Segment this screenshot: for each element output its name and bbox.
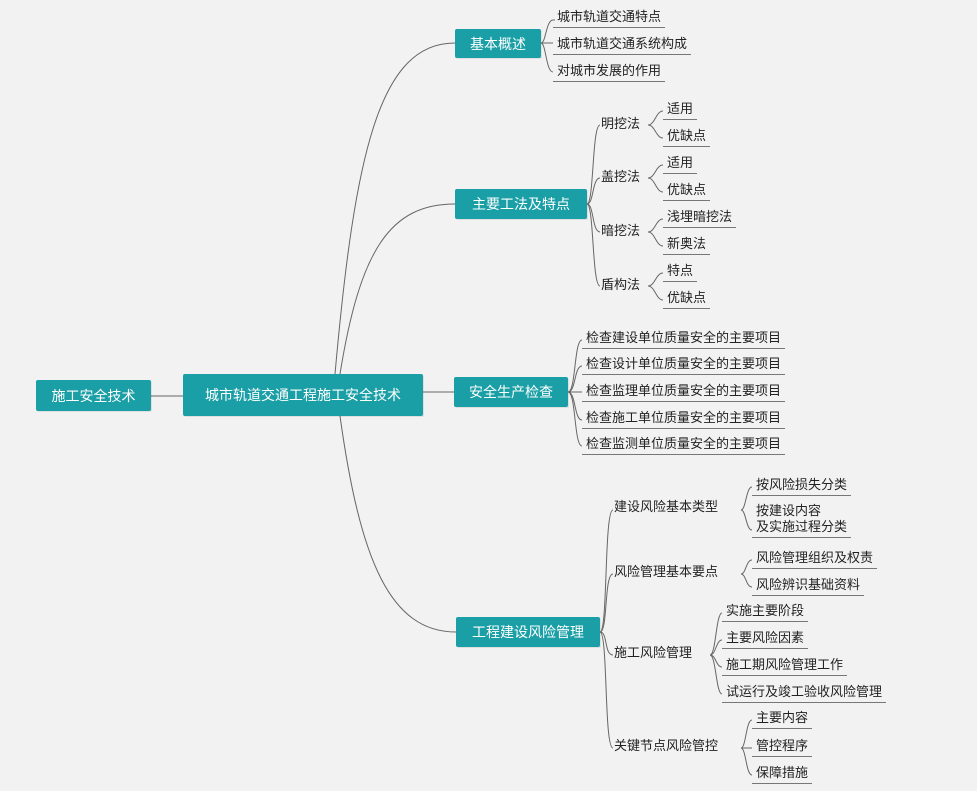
leaf-item[interactable]: 新奥法 <box>663 236 711 255</box>
branch-basic-overview[interactable]: 基本概述 <box>455 29 541 58</box>
leaf-item[interactable]: 浅埋暗挖法 <box>663 209 737 228</box>
leaf-item[interactable]: 检查建设单位质量安全的主要项目 <box>582 330 786 349</box>
leaf-item[interactable]: 城市轨道交通系统构成 <box>553 36 692 55</box>
leaf-item[interactable]: 适用 <box>663 101 698 120</box>
group-label[interactable]: 盾构法 <box>601 278 641 293</box>
leaf-item[interactable]: 优缺点 <box>663 182 711 201</box>
group-label[interactable]: 施工风险管理 <box>614 646 693 661</box>
leaf-item[interactable]: 优缺点 <box>663 128 711 147</box>
group-label[interactable]: 建设风险基本类型 <box>614 500 719 515</box>
branch-safety-inspection[interactable]: 安全生产检查 <box>454 377 568 407</box>
group-label[interactable]: 暗挖法 <box>601 224 641 239</box>
leaf-item[interactable]: 保障措施 <box>752 765 813 784</box>
leaf-item[interactable]: 城市轨道交通特点 <box>553 9 666 28</box>
branch-main-methods[interactable]: 主要工法及特点 <box>455 189 587 219</box>
group-label[interactable]: 关键节点风险管控 <box>614 739 719 754</box>
leaf-item[interactable]: 主要内容 <box>752 710 813 729</box>
root-node[interactable]: 施工安全技术 <box>36 380 151 411</box>
group-label[interactable]: 风险管理基本要点 <box>614 565 719 580</box>
leaf-item[interactable]: 主要风险因素 <box>722 630 809 649</box>
group-label[interactable]: 盖挖法 <box>601 170 641 185</box>
leaf-item[interactable]: 施工期风险管理工作 <box>722 657 848 676</box>
leaf-item[interactable]: 试运行及竣工验收风险管理 <box>722 684 887 703</box>
leaf-item[interactable]: 风险管理组织及权责 <box>752 550 878 569</box>
leaf-item[interactable]: 实施主要阶段 <box>722 603 809 622</box>
leaf-item[interactable]: 检查监测单位质量安全的主要项目 <box>582 436 786 455</box>
leaf-item[interactable]: 优缺点 <box>663 290 711 309</box>
leaf-item[interactable]: 检查监理单位质量安全的主要项目 <box>582 383 786 402</box>
leaf-item[interactable]: 风险辨识基础资料 <box>752 577 865 596</box>
leaf-item[interactable]: 管控程序 <box>752 738 813 757</box>
leaf-item[interactable]: 对城市发展的作用 <box>553 63 666 82</box>
leaf-item[interactable]: 检查施工单位质量安全的主要项目 <box>582 410 786 429</box>
group-label[interactable]: 明挖法 <box>601 117 641 132</box>
leaf-item[interactable]: 特点 <box>663 263 698 282</box>
leaf-item[interactable]: 检查设计单位质量安全的主要项目 <box>582 356 786 375</box>
leaf-item[interactable]: 按建设内容 及实施过程分类 <box>752 504 852 538</box>
center-node[interactable]: 城市轨道交通工程施工安全技术 <box>183 374 423 416</box>
branch-risk-management[interactable]: 工程建设风险管理 <box>456 617 600 647</box>
leaf-item[interactable]: 适用 <box>663 155 698 174</box>
leaf-item[interactable]: 按风险损失分类 <box>752 477 852 496</box>
